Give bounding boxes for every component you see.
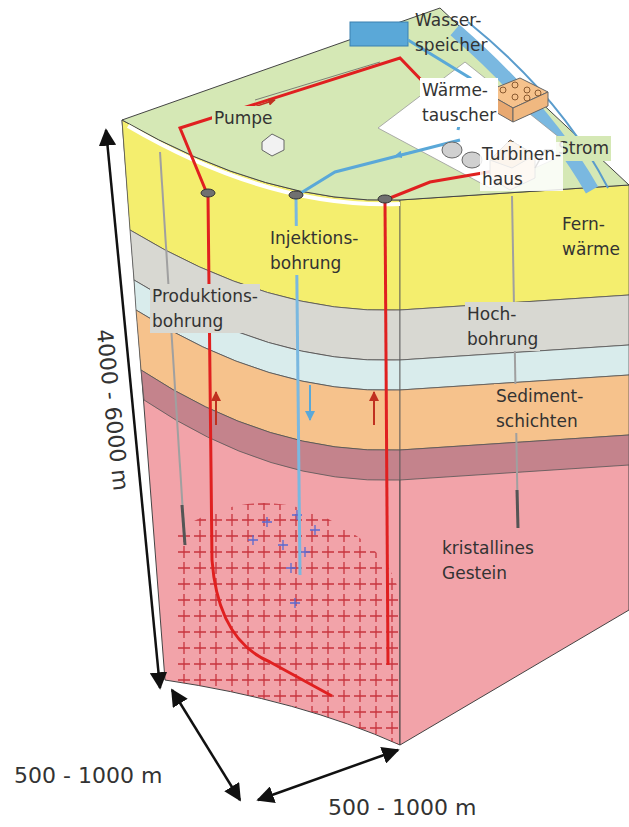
text-label: 500 - 1000 m — [14, 760, 162, 792]
text-label: Sediment- schichten — [494, 384, 585, 433]
text-label: Wasser- speicher — [415, 8, 487, 57]
text-label: Produktions- bohrung — [150, 284, 260, 333]
text-label: 500 - 1000 m — [14, 760, 162, 792]
text-label: kristallines Gestein — [440, 536, 536, 585]
text-label: Turbinen- haus — [480, 142, 563, 191]
text-label: Injektions- bohrung — [268, 226, 360, 275]
text-label: Fern- wärme — [560, 212, 622, 261]
text-label: Produktions- bohrung — [150, 284, 260, 333]
text-label: Pumpe — [212, 106, 275, 131]
text-label: Hoch- bohrung — [465, 302, 540, 351]
text-label: 500 - 1000 m — [328, 792, 476, 824]
text-label: Wärme- tauscher — [420, 78, 498, 127]
text-label: Injektions- bohrung — [268, 226, 360, 275]
text-label: Strom — [556, 136, 611, 161]
text-label: 500 - 1000 m — [328, 792, 476, 824]
text-label: Strom — [556, 136, 611, 161]
text-label: Hoch- bohrung — [465, 302, 540, 351]
text-label: Fern- wärme — [560, 212, 622, 261]
text-label: Pumpe — [212, 106, 275, 131]
text-label: Wärme- tauscher — [420, 78, 498, 127]
text-label: 4000 - 6000 m — [87, 326, 136, 495]
text-label: 4000 - 6000 m — [87, 326, 136, 495]
text-label: Turbinen- haus — [480, 142, 563, 191]
text-label: Wasser- speicher — [415, 8, 487, 57]
text-label: Sediment- schichten — [494, 384, 585, 433]
text-label: kristallines Gestein — [440, 536, 536, 585]
